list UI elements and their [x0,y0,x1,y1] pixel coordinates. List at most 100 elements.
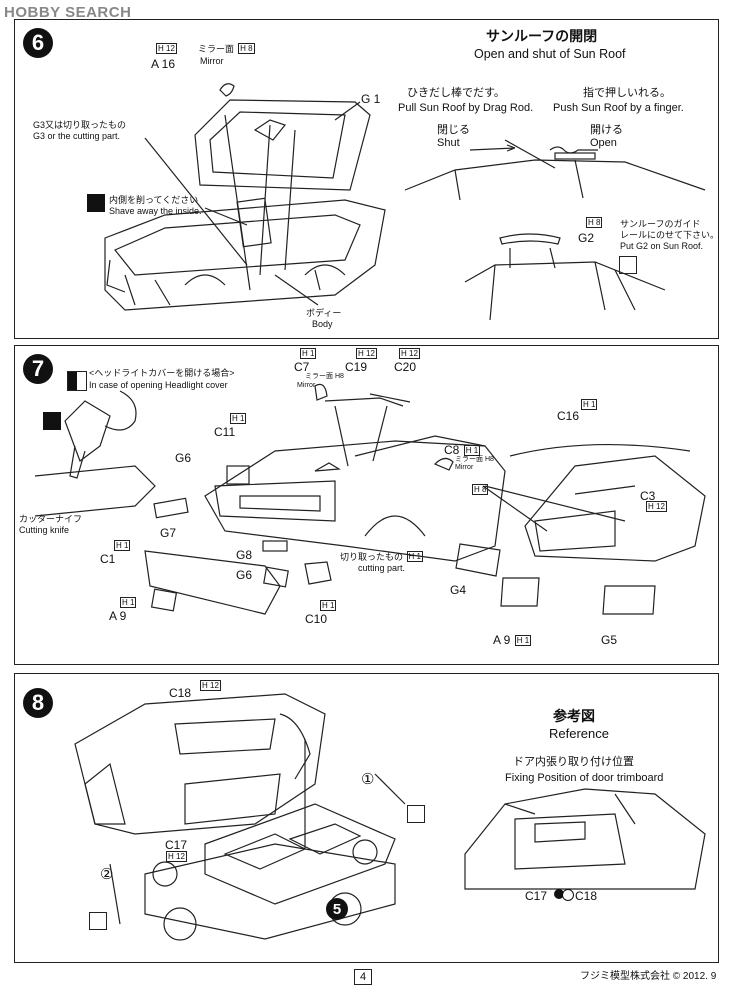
push-note-en: Push Sun Roof by a finger. [553,102,684,114]
c10-color-code: H 1 [320,600,337,611]
part-a16: A 16 [151,57,176,71]
interior-tub [204,803,396,905]
c7-mirror-en: Mirror [297,382,316,389]
h8-color-code: H 8 [472,484,489,495]
glue-icon [619,256,637,274]
pull-note-en: Pull Sun Roof by Drag Rod. [398,102,534,114]
g2-color-code: H 8 [586,217,603,228]
step-7-illustration [34,383,706,615]
part-g4: G4 [450,583,467,597]
part-c1: C1 [100,552,116,566]
sunroof-section-diagram [404,159,706,191]
mirror-face-label: ミラー面 H 8 [198,43,255,54]
reference-title-en: Reference [549,726,609,741]
cutting-knife-jp: カッターナイフ [19,514,83,524]
circle-marker-2: ② [100,866,114,883]
c11-color-code: H 1 [230,413,247,424]
cutting-knife-inset [34,465,156,517]
guide-rail-g2 [499,233,561,245]
step-8-panel: 8 H 12 C18 ① C17 H 12 ② [14,673,719,963]
part-c19: C19 [345,360,368,374]
g3-note-jp: G3又は切り取ったもの [33,120,127,130]
knife-icon [43,412,61,430]
headlight-icon [67,371,87,391]
headlight-note-jp: <ヘッドライトカバーを開ける場合> [89,368,235,378]
door-note-jp: ドア内張り取り付け位置 [513,756,634,768]
part-a9-rear: A 9 H 1 [493,633,532,647]
page-number: 4 [354,969,372,985]
step-7-number: 7 [23,354,53,384]
part-c7: C7 [294,360,310,374]
open-label-en: Open [590,137,617,149]
c3-color-code: H 12 [646,501,667,512]
subassembly-5-badge: 5 [326,898,348,920]
a16-color-code: H 12 [156,43,177,54]
circle-marker-1: ① [361,771,375,788]
step-6-panel: 6 [14,19,719,339]
cut-part-en: cutting part. [358,563,406,573]
headlight-note-en: In case of opening Headlight cover [89,380,228,390]
step-6-illustration [104,83,706,321]
guide-note-jp-1: サンルーフのガイド [620,219,701,229]
glue-icon [407,805,425,823]
part-c8: C8 H 1 [444,443,481,457]
ref-part-c18: C18 [575,889,598,903]
copyright-note: フジミ模型株式会社 © 2012. 9 [580,971,717,982]
a9-color-code: H 1 [120,597,137,608]
part-c10: C10 [305,612,328,626]
c1-color-code: H 1 [114,540,131,551]
watermark-logo: HOBBY SEARCH [4,4,132,21]
step-6-number: 6 [23,28,53,58]
c7-mirror-jp: ミラー面 H8 [305,373,344,380]
car-rear-body [524,455,706,562]
part-g6-lower: G6 [236,568,253,582]
part-g2: G2 [578,231,595,245]
step-8-number: 8 [23,688,53,718]
c7-color-code: H 1 [300,348,317,359]
part-c20: C20 [394,360,417,374]
open-label-jp: 開ける [590,124,623,136]
c20-color-code: H 12 [399,348,420,359]
c17-color-code: H 12 [166,851,187,862]
body-label-jp: ボディー [306,308,342,318]
step-6-title-jp: サンルーフの開閉 [486,28,598,44]
shave-note-en: Shave away the inside. [109,206,202,216]
shut-label-jp: 閉じる [437,124,470,136]
ref-part-c17: C17 [525,889,548,903]
c16-color-code: H 1 [581,399,598,410]
part-g6: G6 [175,451,192,465]
car-body [104,199,386,311]
car-front-body [204,440,506,562]
pull-note-jp: ひきだし棒でだす。 [407,87,505,99]
chassis [144,843,396,940]
reference-title-jp: 参考図 [553,708,595,724]
part-c11: C11 [214,425,236,439]
car-body-upper [74,693,326,835]
step-7-panel: 7 [14,345,719,665]
sunroof-panel-g1 [194,99,371,191]
guide-note-jp-2: レールにのせて下さい。 [620,230,720,240]
step-8-illustration [74,693,706,941]
part-g1: G 1 [361,92,381,106]
door-note-en: Fixing Position of door trimboard [505,772,664,784]
part-g8: G8 [236,548,253,562]
step-6-title-en: Open and shut of Sun Roof [474,47,626,61]
part-g5: G5 [601,633,618,647]
body-label-en: Body [312,319,333,329]
part-g7: G7 [160,526,177,540]
part-a9: A 9 [109,609,127,623]
push-note-jp: 指で押しいれる。 [583,87,671,99]
mirror-a16 [219,83,235,97]
guide-note-en: Put G2 on Sun Roof. [620,241,704,251]
part-c3: C3 [640,489,656,503]
knife-icon [87,194,105,212]
c18-color-code: H 12 [200,680,221,691]
cutting-knife-en: Cutting knife [19,525,70,535]
cut-part-jp: 切り取ったもの H 1 [340,551,423,562]
glue-point-icon [554,889,574,901]
c8-mirror-jp: ミラー面 H8 [455,456,494,463]
c19-color-code: H 12 [356,348,377,359]
glue-icon [89,912,107,930]
part-c16: C16 [557,409,580,423]
shut-label-en: Shut [437,137,460,149]
